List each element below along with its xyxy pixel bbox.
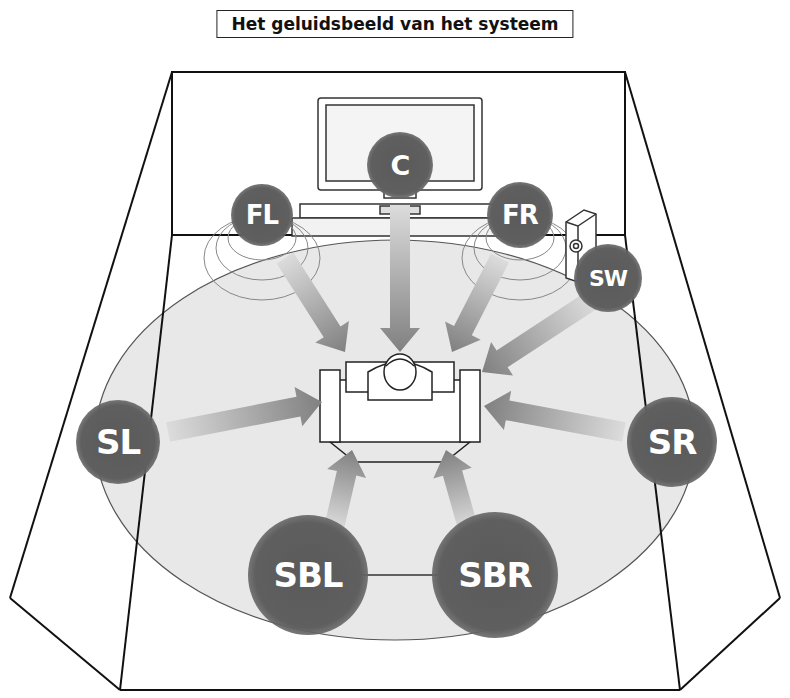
speaker-circle: SW [574,244,642,312]
speaker-label: C [391,150,410,181]
speaker-label: SR [648,422,697,462]
speaker-label: SBR [458,555,532,595]
sound-arrow [484,391,626,442]
speaker-label: SBL [273,555,342,595]
speaker-label: SL [96,422,140,462]
speaker-circle: FL [231,184,293,246]
sound-arrow [324,450,366,530]
speaker-circle: FR [487,182,553,248]
speaker-circle: SR [627,397,717,487]
speaker-circle: SBR [432,512,558,638]
sound-arrow [445,254,509,353]
speaker-circle: C [367,132,433,198]
sound-arrow [482,292,598,376]
speaker-circle: SL [76,400,160,484]
sound-arrow [277,253,349,352]
speaker-label: SW [589,266,627,291]
speaker-circle: SBL [248,515,368,635]
sound-arrow [166,387,322,442]
speaker-label: FR [502,200,538,230]
title: Het geluidsbeeld van het systeem [216,10,573,38]
speaker-label: FL [246,200,278,230]
sound-arrow [380,205,420,352]
